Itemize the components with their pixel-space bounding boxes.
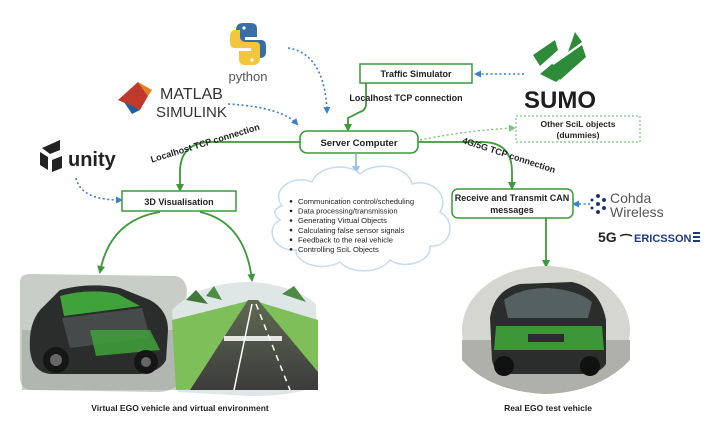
matlab-to-server-arrow	[227, 103, 299, 126]
sumo-wordmark: SUMO	[524, 87, 596, 114]
unity-cube-icon	[40, 140, 62, 172]
can-label-line2: messages	[490, 205, 534, 215]
visual-to-env-arrow	[199, 211, 256, 282]
task-item: Generating Virtual Objects	[298, 216, 387, 225]
matlab-simulink-logo: MATLAB SIMULINK	[118, 82, 227, 121]
task-item: Controlling SciL Objects	[298, 245, 379, 254]
5g-mark: 5G	[598, 229, 617, 245]
cohda-dots-icon	[590, 194, 606, 214]
ericsson-bars-icon	[693, 232, 700, 242]
server-can-arrow	[412, 138, 516, 190]
task-item: Data processing/transmission	[298, 207, 398, 216]
traffic-simulator-label: Traffic Simulator	[380, 69, 452, 79]
visual-to-car-arrow	[97, 211, 161, 274]
task-bullet	[289, 209, 293, 213]
dummies-label-line2: (dummies)	[557, 130, 600, 140]
simulink-wordmark: SIMULINK	[156, 104, 227, 121]
unity-to-visual-arrow	[75, 177, 123, 204]
task-bullet	[289, 219, 293, 222]
virtual-car-image	[20, 274, 187, 392]
cohda-logo: Cohda Wireless	[590, 190, 664, 220]
task-bullet	[289, 238, 293, 241]
sumo-logo: SUMO	[524, 32, 596, 114]
server-computer-label: Server Computer	[320, 138, 397, 149]
python-to-server-arrow	[287, 47, 331, 114]
unity-logo: unity	[40, 140, 117, 172]
can-label-line1: Receive and Transmit CAN	[455, 193, 570, 203]
matlab-membrane-icon	[118, 82, 152, 114]
left-connection-label: Localhost TCP connection	[149, 122, 260, 165]
real-caption: Real EGO test vehicle	[504, 403, 592, 413]
dummies-label-line1: Other SciL objects	[541, 119, 616, 129]
top-connection-label: Localhost TCP connection	[349, 93, 462, 103]
server-computer-node: Server Computer	[299, 130, 419, 154]
server-visual-arrow	[176, 138, 306, 192]
server-traffic-arrow	[344, 76, 370, 132]
virtual-caption: Virtual EGO vehicle and virtual environm…	[91, 403, 269, 413]
task-item: Communication control/scheduling	[298, 197, 414, 206]
traffic-simulator-node: Traffic Simulator	[359, 63, 473, 84]
virtual-environment-image	[172, 282, 318, 396]
unity-wordmark: unity	[68, 149, 117, 171]
visualisation-label: 3D Visualisation	[144, 197, 213, 207]
task-bullet	[289, 228, 293, 232]
sumo-road-sign-icon	[533, 32, 586, 82]
cloud-shape	[271, 165, 451, 272]
can-node: Receive and Transmit CAN messages	[451, 188, 574, 219]
cohda-wordmark: Cohda	[610, 190, 651, 206]
wireless-wordmark: Wireless	[610, 204, 664, 220]
ericsson-logo: 5G ERICSSON	[598, 229, 700, 245]
python-icon	[230, 23, 266, 65]
python-wordmark: python	[228, 69, 267, 84]
visualisation-node: 3D Visualisation	[121, 190, 237, 212]
task-item: Feedback to the real vehicle	[298, 235, 393, 244]
python-logo: python	[228, 23, 268, 84]
real-vehicle-image	[462, 266, 630, 394]
task-item: Calculating false sensor signals	[298, 226, 405, 235]
matlab-wordmark: MATLAB	[160, 86, 223, 103]
5g-signal-icon	[619, 233, 633, 237]
environment-road	[190, 300, 318, 390]
ericsson-wordmark: ERICSSON	[634, 233, 692, 245]
server-dummies-arrow	[419, 124, 516, 141]
task-bullet	[289, 200, 293, 203]
dummies-node: Other SciL objects (dummies)	[515, 115, 641, 143]
task-bullet	[289, 248, 293, 251]
